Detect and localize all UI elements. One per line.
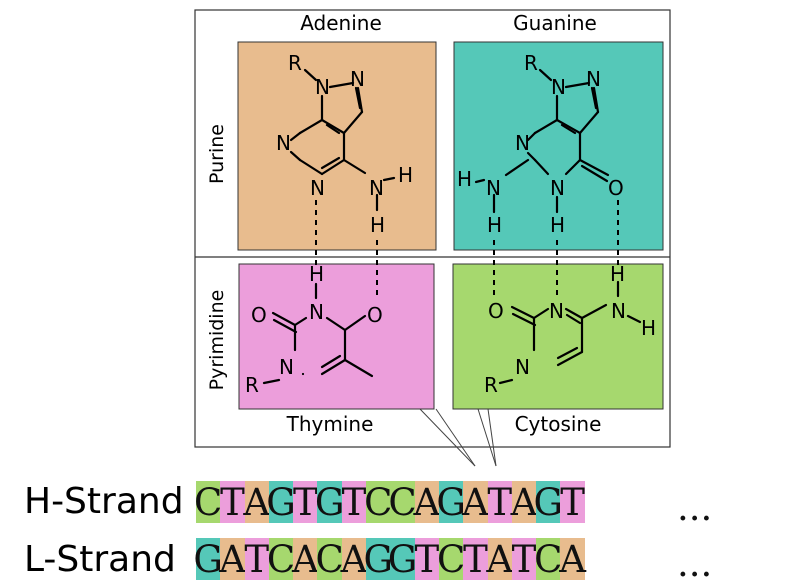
- l-strand-base: C: [266, 538, 296, 581]
- svg-text:O: O: [367, 303, 383, 327]
- thymine-label: Thymine: [286, 412, 374, 436]
- svg-text:N: N: [315, 75, 330, 99]
- callout-lines: [419, 408, 497, 467]
- h-strand-base: C: [364, 481, 393, 524]
- h-strand-ellipsis: ...: [677, 486, 713, 529]
- l-strand-base: A: [340, 538, 368, 581]
- l-strand-base: C: [436, 538, 466, 581]
- h-strand-label: H-Strand: [24, 481, 184, 522]
- l-strand-base: A: [559, 538, 586, 581]
- thymine-structure: [262, 282, 374, 385]
- hydrogen-bonds: [315, 200, 619, 296]
- h-strand-base: G: [533, 481, 564, 524]
- h-strand-base: T: [293, 481, 318, 524]
- adenine-box: [237, 41, 437, 251]
- h-strand-base: A: [462, 481, 489, 524]
- svg-text:N: N: [611, 299, 626, 323]
- svg-text:N: N: [586, 67, 601, 91]
- svg-text:H: H: [370, 213, 385, 237]
- l-strand-base: C: [534, 538, 563, 581]
- svg-text:R: R: [288, 51, 302, 75]
- l-strand-base: A: [219, 538, 246, 581]
- l-strand-base: G: [193, 538, 223, 581]
- svg-text:O: O: [608, 176, 624, 200]
- h-strand-base: A: [243, 481, 271, 524]
- h-strand-base: C: [194, 481, 223, 524]
- svg-text:H: H: [641, 316, 656, 340]
- svg-text:N: N: [369, 176, 384, 200]
- cytosine-box: [452, 263, 664, 410]
- l-strand-base: A: [291, 538, 319, 581]
- l-strand-base: T: [511, 538, 537, 581]
- guanine-atoms: R N N N N O H N H H: [457, 51, 624, 237]
- thymine-atoms: H N O O N R: [245, 262, 383, 397]
- h-strand-base: T: [341, 481, 367, 524]
- svg-text:H: H: [610, 262, 625, 286]
- l-strand-base: T: [463, 538, 488, 581]
- svg-text:R: R: [245, 373, 259, 397]
- h-strand-base: T: [220, 481, 245, 524]
- diagram-frame: [194, 9, 671, 448]
- l-strand-base: T: [414, 538, 440, 581]
- l-strand-label: L-Strand: [24, 539, 176, 580]
- svg-text:O: O: [488, 299, 504, 323]
- svg-text:N: N: [549, 299, 564, 323]
- svg-text:N: N: [350, 67, 365, 91]
- svg-text:R: R: [524, 51, 538, 75]
- adenine-atoms: R N N N N N H H: [276, 51, 413, 237]
- h-strand-base: C: [388, 481, 417, 524]
- svg-text:N: N: [515, 355, 530, 379]
- guanine-box: [453, 41, 664, 251]
- h-strand-base: G: [436, 481, 466, 524]
- h-strand-base: G: [314, 481, 345, 524]
- thymine-box: [238, 263, 435, 410]
- cytosine-structure: [498, 280, 642, 385]
- cytosine-atoms: O N N H H N R: [484, 262, 656, 397]
- svg-text:N: N: [309, 300, 324, 324]
- guanine-structure: [474, 68, 610, 214]
- svg-text:H: H: [398, 163, 413, 187]
- h-strand-base: A: [510, 481, 538, 524]
- svg-text:O: O: [251, 303, 267, 327]
- svg-text:N: N: [550, 176, 565, 200]
- svg-text:H: H: [309, 262, 324, 286]
- h-strand-base: G: [266, 481, 296, 524]
- pyrimidine-row-label: Pyrimidine: [206, 290, 228, 391]
- purine-row-label: Purine: [206, 124, 228, 184]
- svg-text:N: N: [551, 75, 566, 99]
- svg-text:H: H: [457, 167, 472, 191]
- svg-text:N: N: [310, 176, 325, 200]
- l-strand-ellipsis: ...: [677, 542, 713, 585]
- svg-text:H: H: [550, 213, 565, 237]
- l-strand-base: G: [387, 538, 418, 581]
- svg-text:N: N: [486, 176, 501, 200]
- l-strand-base: C: [315, 538, 344, 581]
- svg-text:N: N: [279, 355, 294, 379]
- svg-text:H: H: [487, 213, 502, 237]
- h-strand-base: T: [487, 481, 513, 524]
- svg-text:N: N: [276, 131, 291, 155]
- adenine-structure: [289, 68, 396, 212]
- svg-text:N: N: [515, 131, 530, 155]
- l-strand-base: G: [363, 538, 394, 581]
- svg-text:R: R: [484, 373, 498, 397]
- adenine-label: Adenine: [300, 11, 382, 35]
- l-strand-base: A: [486, 538, 514, 581]
- cytosine-label: Cytosine: [515, 412, 602, 436]
- guanine-label: Guanine: [513, 11, 597, 35]
- h-strand-base: A: [413, 481, 441, 524]
- h-strand-base: T: [560, 481, 585, 524]
- l-strand-base: T: [244, 538, 270, 581]
